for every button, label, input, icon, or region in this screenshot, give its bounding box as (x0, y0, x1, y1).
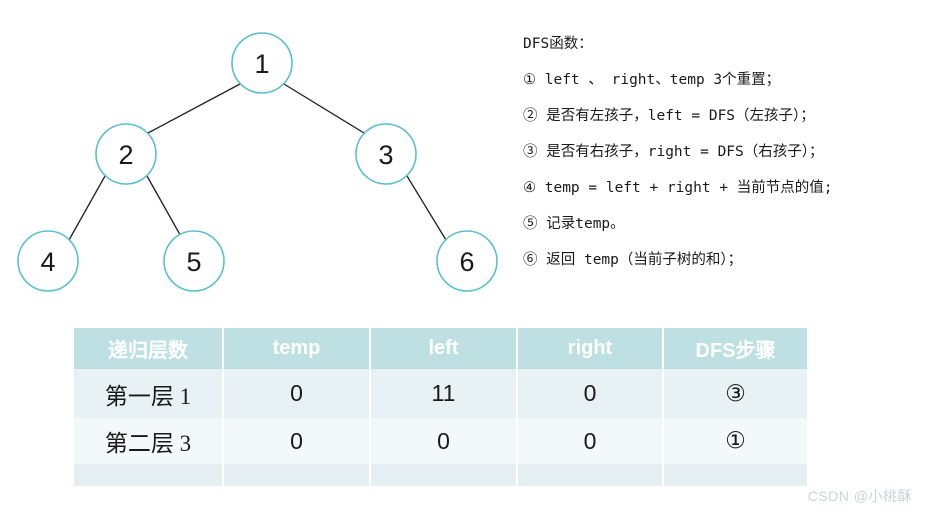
tree-edge-2-4 (68, 175, 106, 241)
cell-temp: 0 (222, 369, 370, 418)
tree-node-1: 1 (231, 32, 293, 94)
tree-node-6-circle (436, 230, 498, 292)
tree-node-6: 6 (436, 230, 498, 292)
binary-tree-diagram: 1 2 3 4 5 6 (0, 0, 510, 320)
tree-node-4: 4 (17, 230, 79, 292)
table-row: 第一层 1 0 11 0 ③ (74, 369, 807, 418)
column-header-temp: temp (222, 328, 370, 369)
tree-edge-1-3 (283, 83, 365, 134)
tree-node-5: 5 (163, 230, 225, 292)
dfs-steps-block: DFS函数： ① left 、 right、temp 3个重置； ② 是否有左孩… (523, 26, 923, 278)
tree-node-4-circle (17, 230, 79, 292)
cell-left: 11 (369, 369, 517, 418)
column-header-right: right (516, 328, 663, 369)
tree-node-2-circle (95, 123, 157, 185)
tree-edge-1-2 (147, 83, 241, 134)
tree-node-2: 2 (95, 123, 157, 185)
dfs-step-2: ② 是否有左孩子，left = DFS（左孩子）； (523, 108, 815, 124)
tree-node-6-label: 6 (459, 247, 474, 277)
cell-right: 0 (516, 418, 663, 464)
cell-level (74, 464, 223, 486)
table-row: 第二层 3 0 0 0 ① (74, 418, 807, 464)
tree-node-1-label: 1 (254, 49, 269, 79)
tree-node-4-label: 4 (40, 247, 55, 277)
dfs-step-4: ④ temp = left + right + 当前节点的值; (523, 180, 833, 196)
tree-node-5-label: 5 (186, 247, 201, 277)
dfs-step-6: ⑥ 返回 temp（当前子树的和）； (523, 252, 743, 268)
table-header-row: 递归层数 temp left right DFS步骤 (74, 328, 807, 369)
cell-dfs-step (662, 464, 807, 486)
tree-node-1-circle (231, 32, 293, 94)
dfs-step-3: ③ 是否有右孩子，right = DFS（右孩子）； (523, 144, 824, 160)
cell-temp: 0 (222, 418, 370, 464)
cell-level: 第二层 3 (74, 418, 223, 464)
column-header-left: left (369, 328, 517, 369)
cell-dfs-step: ① (662, 418, 807, 464)
tree-node-3-circle (355, 123, 417, 185)
table-row (74, 464, 807, 486)
column-header-level: 递归层数 (74, 328, 223, 369)
cell-right: 0 (516, 369, 663, 418)
tree-node-3-label: 3 (378, 140, 393, 170)
cell-right (516, 464, 663, 486)
tree-node-3: 3 (355, 123, 417, 185)
cell-dfs-step: ③ (662, 369, 807, 418)
dfs-heading: DFS函数： (523, 36, 593, 52)
recursion-trace-table: 递归层数 temp left right DFS步骤 第一层 1 0 11 0 … (74, 328, 807, 486)
cell-left (369, 464, 517, 486)
csdn-watermark: CSDN @小桃酥 (807, 488, 912, 504)
tree-edge-3-6 (406, 175, 447, 241)
cell-left: 0 (369, 418, 517, 464)
tree-node-2-label: 2 (118, 140, 133, 170)
cell-level: 第一层 1 (74, 369, 223, 418)
tree-node-5-circle (163, 230, 225, 292)
dfs-step-1: ① left 、 right、temp 3个重置； (523, 72, 781, 88)
tree-edge-2-5 (146, 175, 184, 241)
column-header-dfs-step: DFS步骤 (662, 328, 807, 369)
dfs-step-5: ⑤ 记录temp。 (523, 216, 625, 232)
cell-temp (222, 464, 370, 486)
